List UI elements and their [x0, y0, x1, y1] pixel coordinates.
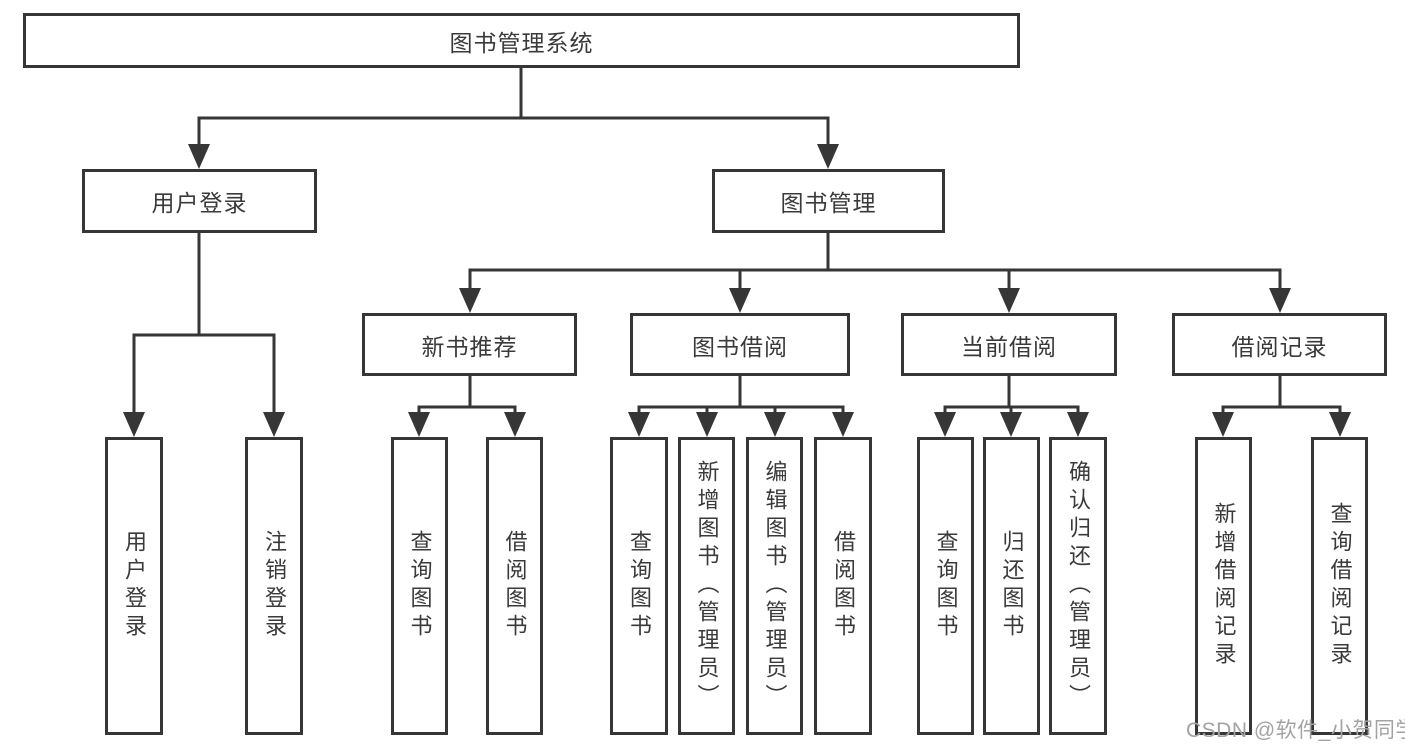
leaf-query-books-current: 查询图书	[917, 437, 974, 735]
leaf-confirm-return-admin: 确认归还（管理员）	[1049, 437, 1107, 735]
node-user-login: 用户登录	[82, 169, 317, 233]
leaf-query-books-newbook: 查询图书	[391, 437, 448, 735]
node-book-borrowing: 图书借阅	[630, 313, 850, 376]
arrowhead-icon	[1212, 412, 1234, 437]
connector	[637, 405, 845, 414]
arrowhead-icon	[263, 412, 285, 437]
arrowhead-icon	[123, 412, 145, 437]
leaf-label: 借阅图书	[831, 530, 856, 642]
node-label: 图书管理系统	[449, 29, 594, 56]
node-label: 借阅记录	[1231, 333, 1328, 360]
node-system-root: 图书管理系统	[23, 13, 1020, 68]
arrowhead-icon	[764, 412, 786, 437]
leaf-add-books-admin: 新增图书（管理员）	[678, 437, 735, 735]
node-current-borrowing: 当前借阅	[901, 313, 1117, 376]
arrowhead-icon	[696, 412, 718, 437]
node-label: 当前借阅	[961, 333, 1057, 360]
leaf-edit-books-admin: 编辑图书（管理员）	[746, 437, 803, 735]
arrowhead-icon	[459, 288, 481, 313]
leaf-add-borrow-record: 新增借阅记录	[1195, 437, 1252, 735]
leaf-borrow-books: 借阅图书	[814, 437, 872, 735]
arrowhead-icon	[934, 412, 956, 437]
node-book-management: 图书管理	[712, 169, 945, 233]
leaf-label: 查询图书	[933, 530, 959, 642]
leaf-label: 新增借阅记录	[1211, 502, 1237, 670]
node-label: 新书推荐	[421, 333, 518, 360]
node-label: 图书借阅	[692, 333, 788, 360]
arrowhead-icon	[188, 144, 210, 169]
leaf-query-books-borrow: 查询图书	[610, 437, 668, 735]
node-new-book-recommendation: 新书推荐	[362, 313, 577, 376]
leaf-query-borrow-record: 查询借阅记录	[1311, 437, 1368, 735]
connector	[417, 405, 517, 414]
leaf-user-login: 用户登录	[105, 437, 163, 735]
node-label: 用户登录	[151, 190, 248, 216]
leaf-logout: 注销登录	[245, 437, 303, 735]
node-label: 图书管理	[780, 190, 877, 216]
arrowhead-icon	[729, 288, 751, 313]
csdn-watermark: CSDN @软件_小贺同学	[1186, 719, 1405, 742]
leaf-label: 用户登录	[122, 530, 147, 642]
leaf-label: 查询图书	[407, 530, 433, 642]
leaf-label: 查询借阅记录	[1327, 502, 1353, 670]
arrowhead-icon	[1067, 412, 1089, 437]
arrowhead-icon	[817, 144, 839, 169]
connector	[197, 116, 830, 147]
leaf-label: 注销登录	[262, 530, 287, 642]
connector	[132, 333, 276, 416]
arrowhead-icon	[998, 288, 1020, 313]
leaf-label: 借阅图书	[502, 530, 528, 642]
node-borrowing-records: 借阅记录	[1172, 313, 1387, 376]
connector	[1221, 405, 1342, 414]
leaf-label: 归还图书	[999, 530, 1025, 642]
leaf-label: 编辑图书（管理员）	[762, 460, 788, 712]
connector	[943, 405, 1080, 414]
leaf-borrow-books-newbook: 借阅图书	[486, 437, 543, 735]
leaf-label: 新增图书（管理员）	[694, 460, 720, 712]
arrowhead-icon	[832, 412, 854, 437]
arrowhead-icon	[504, 412, 526, 437]
arrowhead-icon	[1329, 412, 1351, 437]
arrowhead-icon	[1269, 288, 1291, 313]
leaf-label: 确认归还（管理员）	[1066, 460, 1091, 712]
connector	[468, 268, 1282, 291]
leaf-label: 查询图书	[627, 530, 652, 642]
arrowhead-icon	[408, 412, 430, 437]
arrowhead-icon	[628, 412, 650, 437]
arrowhead-icon	[1000, 412, 1022, 437]
leaf-return-books: 归还图书	[983, 437, 1040, 735]
